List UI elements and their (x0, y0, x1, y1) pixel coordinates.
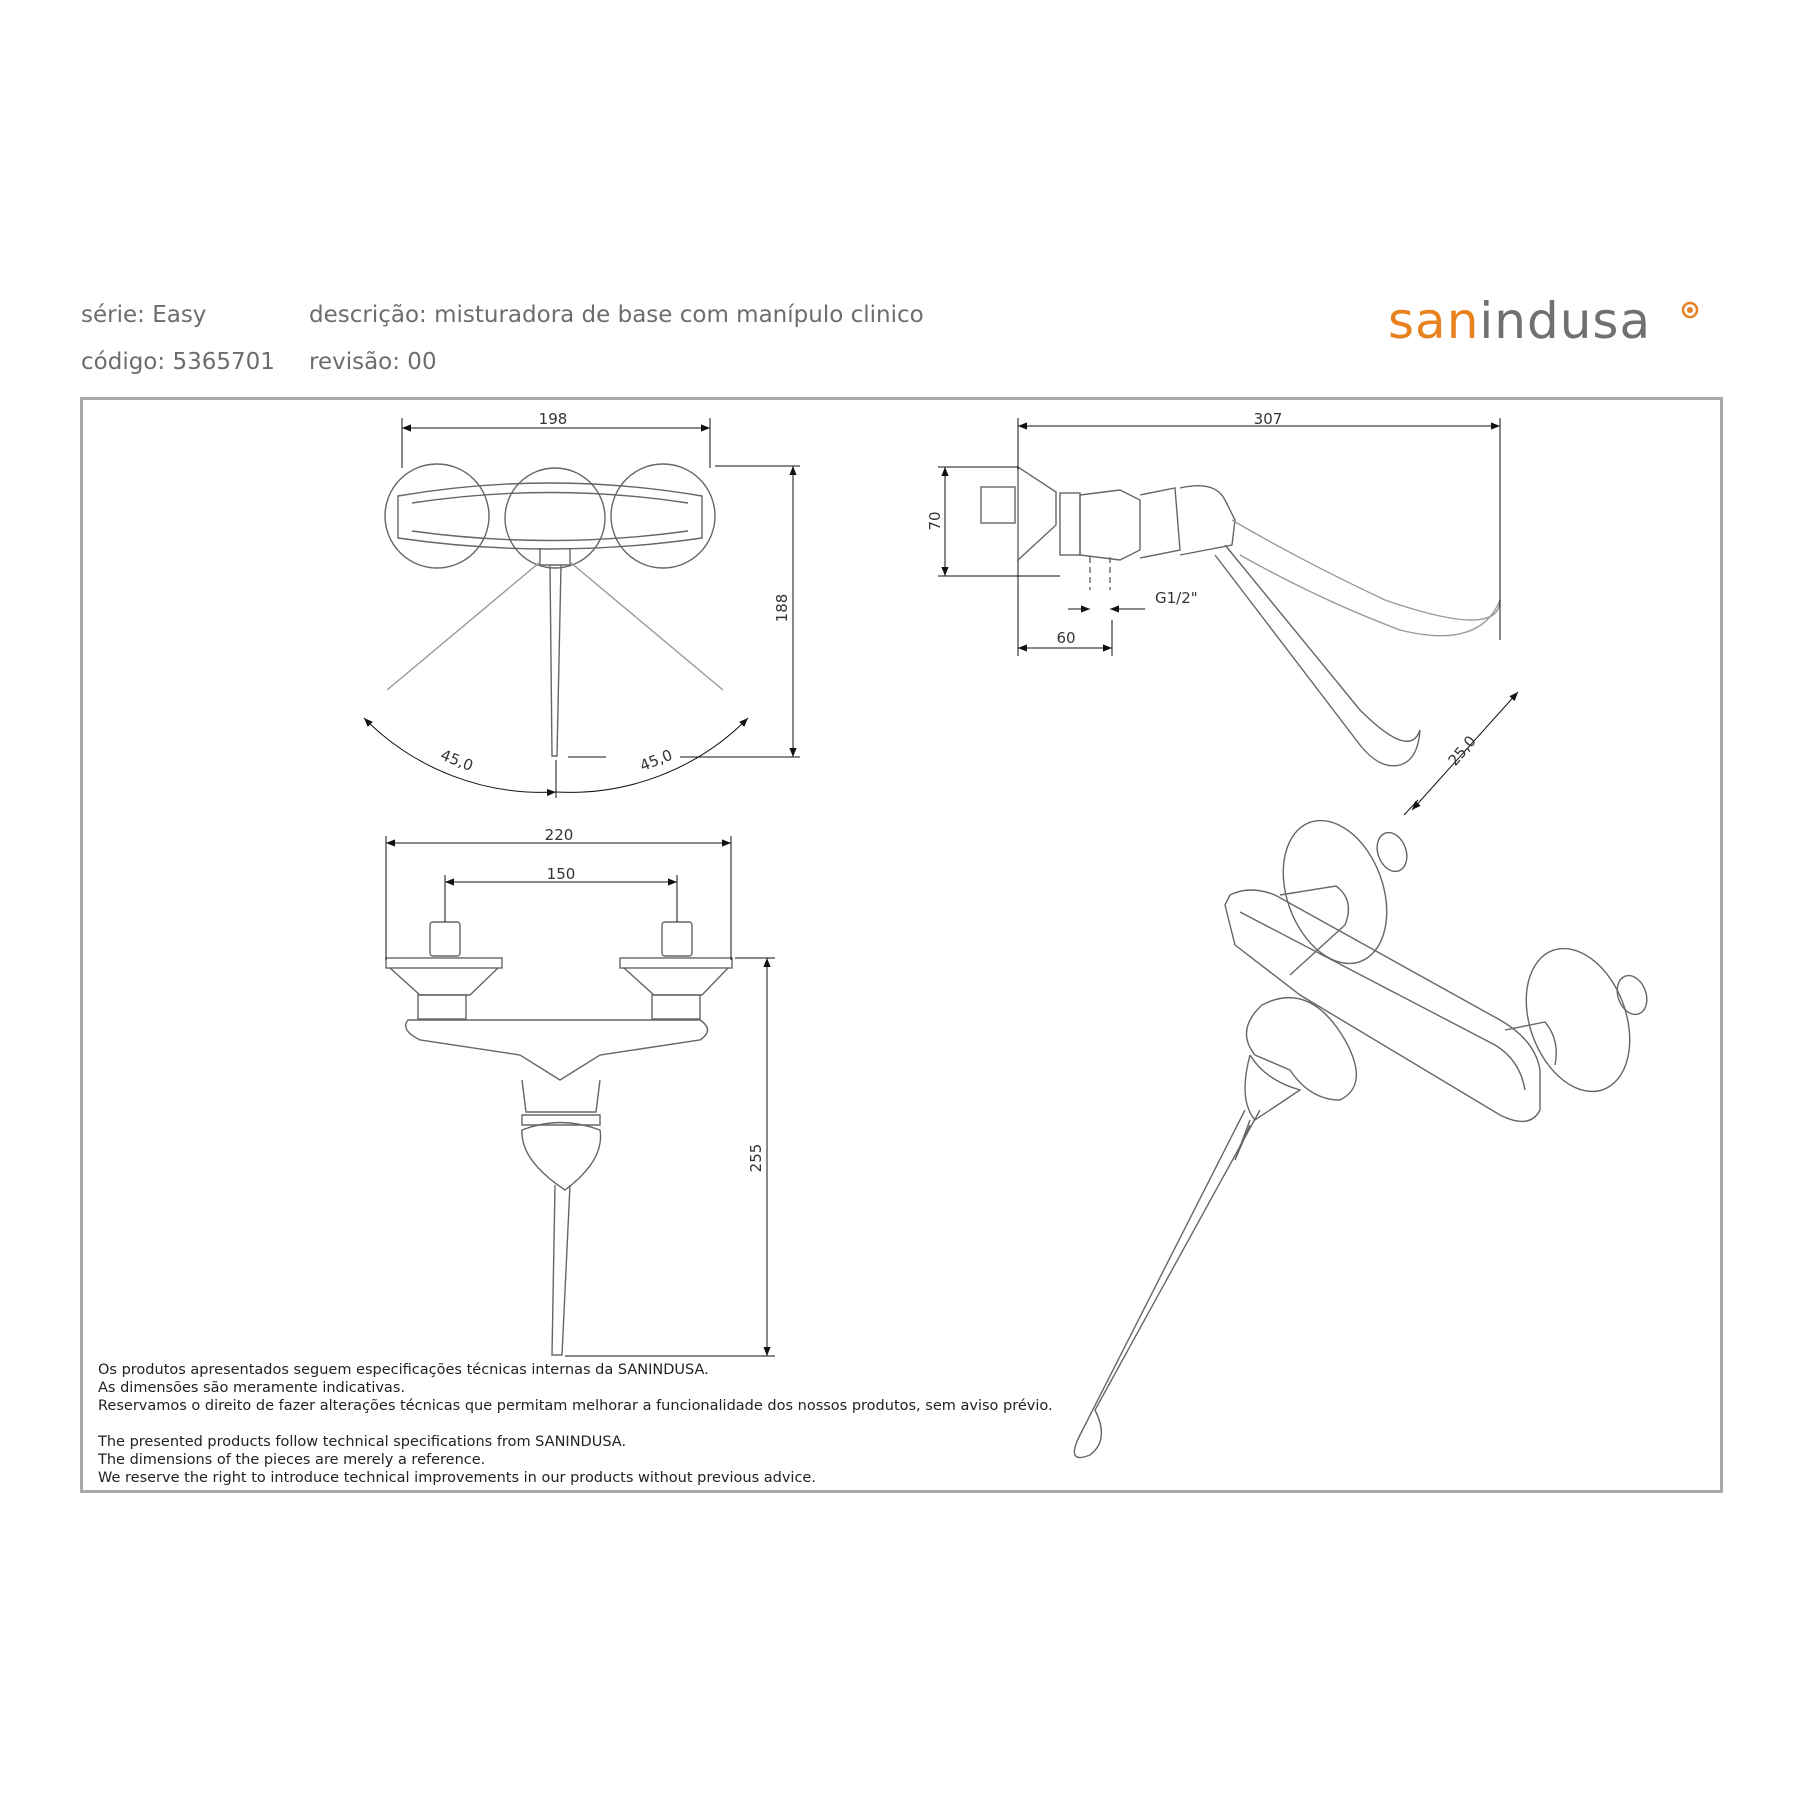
dim-side-offset: 60 (1056, 629, 1075, 647)
isometric-view (1073, 819, 1648, 1459)
dim-side-length: 307 (1254, 410, 1283, 428)
dim-thread: G1/2" (1155, 589, 1198, 607)
dim-front-height: 255 (747, 1144, 765, 1173)
note-en-3: We reserve the right to introduce techni… (98, 1470, 816, 1486)
side-view-dims (938, 418, 1519, 816)
note-pt-1: Os produtos apresentados seguem especifi… (98, 1362, 709, 1378)
sanindusa-logo: sanindusa (1388, 296, 1699, 346)
drawing-frame (80, 397, 1723, 1493)
dim-top-height: 188 (773, 594, 791, 623)
dim-angle-right: 45,0 (637, 746, 675, 775)
logo-part-indusa: indusa (1479, 292, 1652, 350)
dim-angle-left: 45,0 (438, 746, 476, 775)
note-pt-2: As dimensões são meramente indicativas. (98, 1380, 405, 1396)
note-pt-3: Reservamos o direito de fazer alterações… (98, 1398, 1053, 1414)
revisao-label: revisão: 00 (309, 349, 437, 375)
dim-top-width: 198 (539, 410, 568, 428)
dim-side-height: 70 (926, 511, 944, 530)
codigo-label: código: 5365701 (81, 349, 275, 375)
logo-dot-icon (1681, 301, 1699, 319)
front-view-dims (385, 836, 775, 1357)
logo-part-san: san (1388, 292, 1480, 350)
side-view (980, 465, 1501, 767)
dim-front-width: 220 (545, 826, 574, 844)
note-en-2: The dimensions of the pieces are merely … (98, 1452, 486, 1468)
serie-label: série: Easy (81, 302, 207, 328)
dim-lever-angle: 25,0 (1445, 732, 1480, 769)
disclaimer-notes: Os produtos apresentados seguem especifi… (98, 1361, 1053, 1487)
top-view-dims (363, 418, 800, 798)
note-en-1: The presented products follow technical … (98, 1434, 627, 1450)
descricao-label: descrição: misturadora de base com maníp… (309, 302, 924, 328)
dim-front-centers: 150 (547, 865, 576, 883)
top-view (384, 463, 724, 757)
front-view (385, 921, 733, 1356)
